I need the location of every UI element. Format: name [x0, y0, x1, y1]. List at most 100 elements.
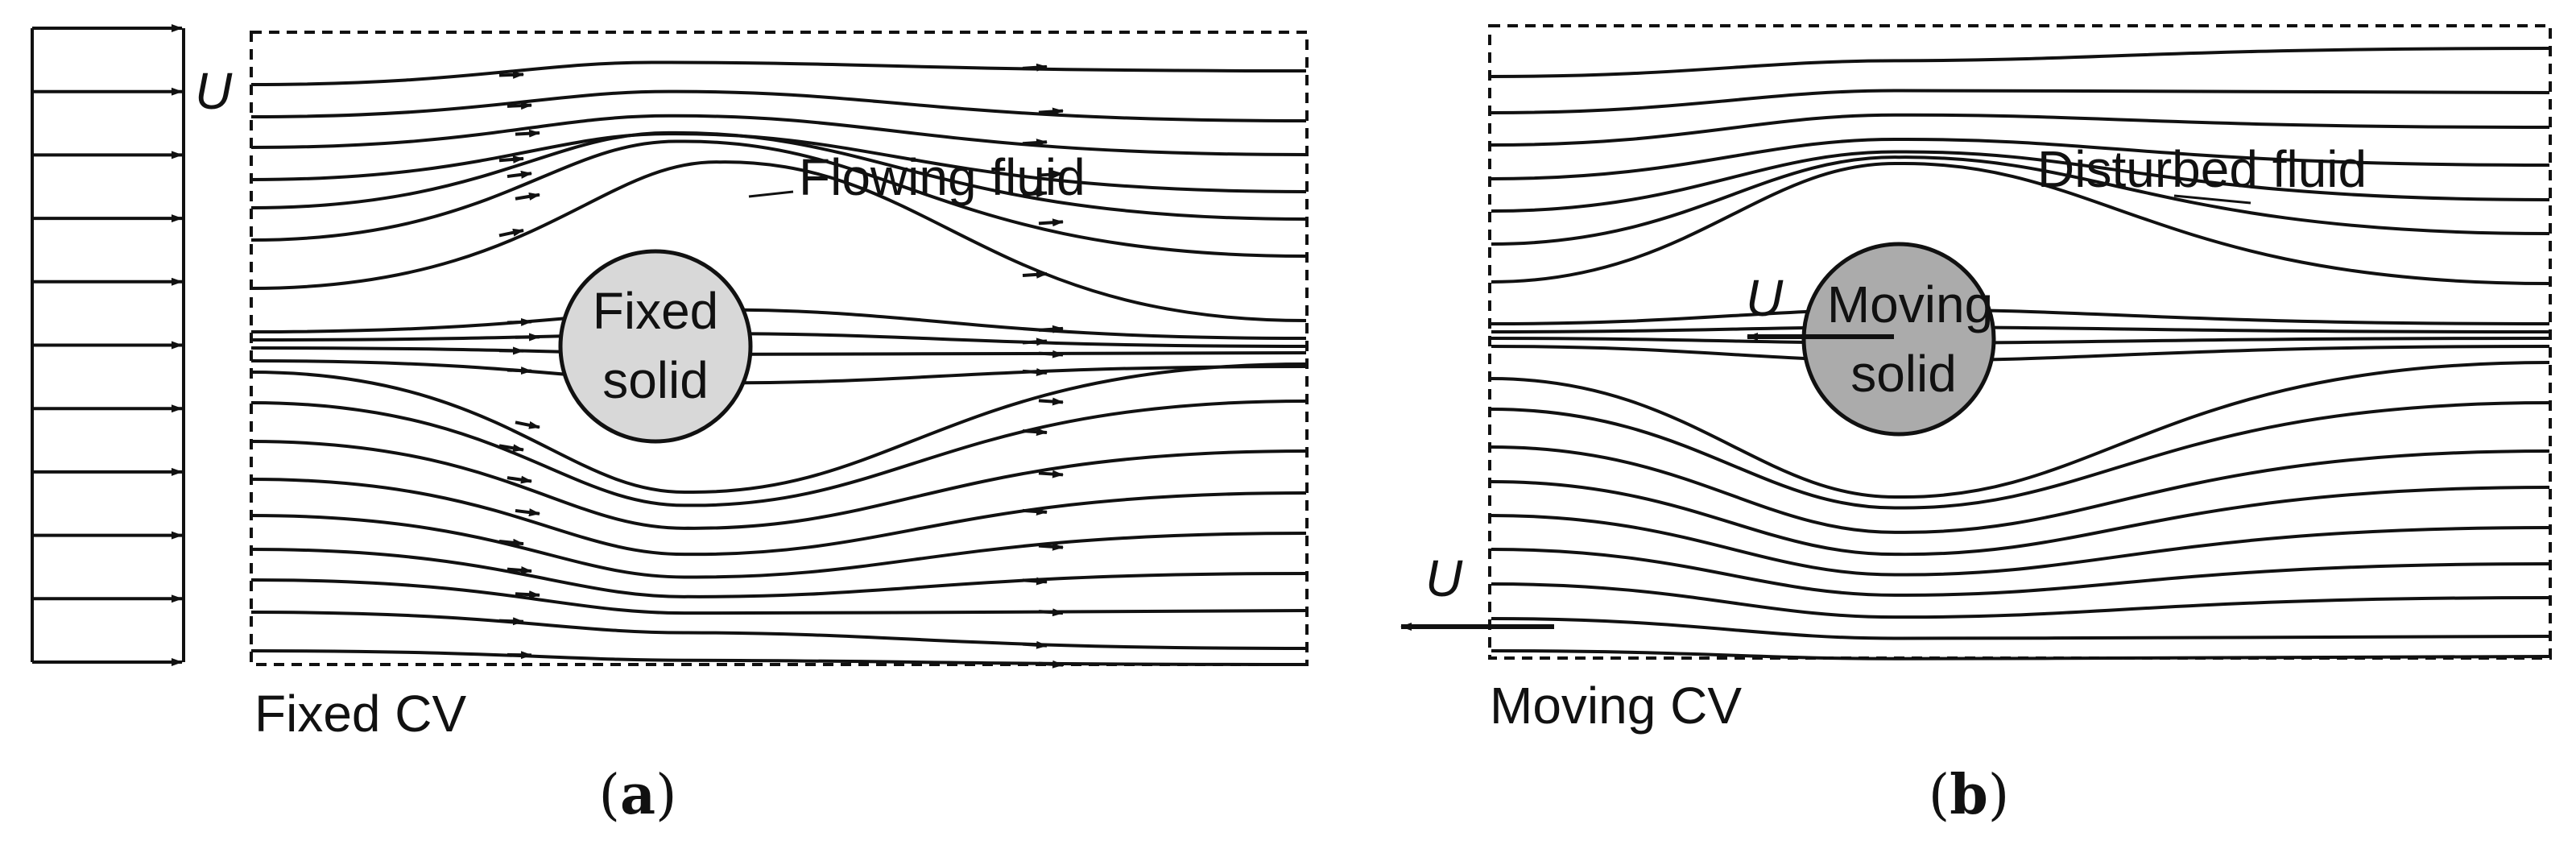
streamline: [1491, 161, 2550, 285]
streamline-arrow: [1038, 325, 1064, 333]
streamline: [1491, 514, 2550, 577]
streamline: [1491, 445, 2550, 534]
caption-b: (b): [1929, 763, 2010, 827]
streamline-arrow: [515, 508, 540, 517]
streamlines-fixed-frame: [250, 60, 1307, 669]
streamline-arrow: [1022, 507, 1048, 516]
streamline: [250, 114, 1307, 156]
streamline: [250, 440, 1307, 530]
streamline-arrow: [1038, 397, 1064, 406]
streamline: [1491, 113, 2550, 147]
moving-cv-label: Moving CV: [1490, 677, 1742, 735]
caption-a-close: ): [655, 764, 677, 827]
streamline: [1491, 548, 2550, 597]
fixed-control-volume: [250, 31, 1309, 666]
streamline: [250, 478, 1307, 557]
streamlines-moving-frame: [1491, 47, 2550, 660]
caption-a-letter: a: [620, 763, 655, 827]
streamline: [1491, 345, 2550, 362]
streamline-arrow: [498, 617, 524, 626]
streamline-arrow: [498, 444, 524, 453]
streamline-arrow: [1022, 63, 1048, 72]
streamline-arrow: [498, 70, 524, 79]
streamline: [1491, 649, 2550, 660]
streamline: [250, 514, 1307, 579]
streamline-arrow: [1038, 218, 1064, 227]
streamline: [250, 346, 1307, 356]
panel-a-fixed-frame: U Fixed solid Flowing fluid Fixed CV (a): [31, 24, 1309, 827]
streamline: [250, 400, 1307, 507]
streamline: [1491, 337, 2550, 345]
streamline-arrow: [1022, 337, 1048, 346]
disturbed-fluid-label: Disturbed fluid: [2037, 140, 2367, 198]
moving-solid-label-line2: solid: [1850, 345, 1957, 403]
streamline-arrow: [515, 192, 540, 201]
streamline-arrow: [1038, 170, 1064, 179]
caption-b-open: (: [1929, 764, 1950, 827]
streamline: [250, 611, 1307, 650]
streamline: [250, 359, 1307, 385]
flowing-fluid-leader: [748, 190, 794, 198]
moving-solid-label-line1: Moving: [1827, 275, 1993, 333]
streamline: [1491, 47, 2550, 78]
streamline: [1491, 137, 2550, 180]
fixed-solid-body: [558, 249, 753, 444]
cv-velocity-symbol: U: [1425, 549, 1463, 607]
streamline: [1491, 155, 2550, 246]
streamline-arrow: [515, 420, 540, 429]
fixed-solid-label-line2: solid: [602, 351, 709, 409]
streamline: [250, 649, 1307, 666]
streamline-arrow: [507, 565, 532, 574]
streamline-arrow: [498, 228, 524, 238]
flowing-fluid-label: Flowing fluid: [799, 148, 1085, 206]
streamline: [1491, 401, 2550, 510]
disturbed-fluid-leader: [2173, 194, 2251, 205]
streamline-arrow: [1022, 270, 1048, 279]
streamline-arrow: [1022, 577, 1048, 586]
fixed-solid-label-line1: Fixed: [593, 282, 719, 340]
streamline: [250, 60, 1307, 86]
streamline-arrow: [1038, 107, 1064, 116]
streamline: [1491, 617, 2550, 640]
streamline: [250, 89, 1307, 122]
fixed-cv-label: Fixed CV: [254, 685, 467, 743]
streamline: [250, 160, 1307, 322]
streamline-arrow: [515, 129, 540, 138]
streamline-arrow: [1038, 608, 1064, 617]
caption-a: (a): [598, 763, 676, 827]
panel-b-moving-frame: Moving solid U Disturbed fluid U Moving …: [1400, 24, 2552, 827]
streamline-arrow: [1022, 640, 1048, 649]
streamline: [1491, 582, 2550, 619]
streamline: [1491, 89, 2550, 114]
streamline: [250, 130, 1307, 221]
streamline: [1491, 361, 2550, 499]
streamline: [1491, 308, 2550, 325]
streamline-arrow: [1038, 350, 1064, 358]
streamline-arrow: [498, 155, 524, 164]
inflow-velocity-symbol: U: [195, 62, 233, 120]
streamline-arrow: [1022, 189, 1048, 198]
streamline-arrow: [1038, 542, 1064, 551]
streamline-arrow: [515, 590, 540, 599]
streamline: [1491, 325, 2550, 333]
streamline-arrow: [507, 317, 532, 326]
streamline-arrow: [1038, 660, 1064, 669]
streamline-arrow: [498, 538, 524, 547]
streamline-arrow: [507, 366, 532, 375]
streamline-arrow: [1022, 428, 1048, 437]
streamline-arrow: [507, 475, 532, 484]
solid-velocity-symbol: U: [1746, 269, 1784, 327]
streamline-arrow: [1022, 368, 1048, 377]
streamline-arrow: [1022, 139, 1048, 147]
caption-b-letter: b: [1950, 763, 1988, 827]
inflow-velocity-profile: [31, 24, 185, 666]
streamline: [250, 548, 1307, 598]
caption-a-open: (: [598, 764, 620, 827]
streamline-arrow: [507, 170, 532, 179]
streamline-arrow: [1038, 470, 1064, 478]
streamline: [250, 139, 1307, 258]
streamline: [250, 362, 1307, 494]
caption-b-close: ): [1988, 764, 2010, 827]
streamline: [1491, 480, 2550, 557]
